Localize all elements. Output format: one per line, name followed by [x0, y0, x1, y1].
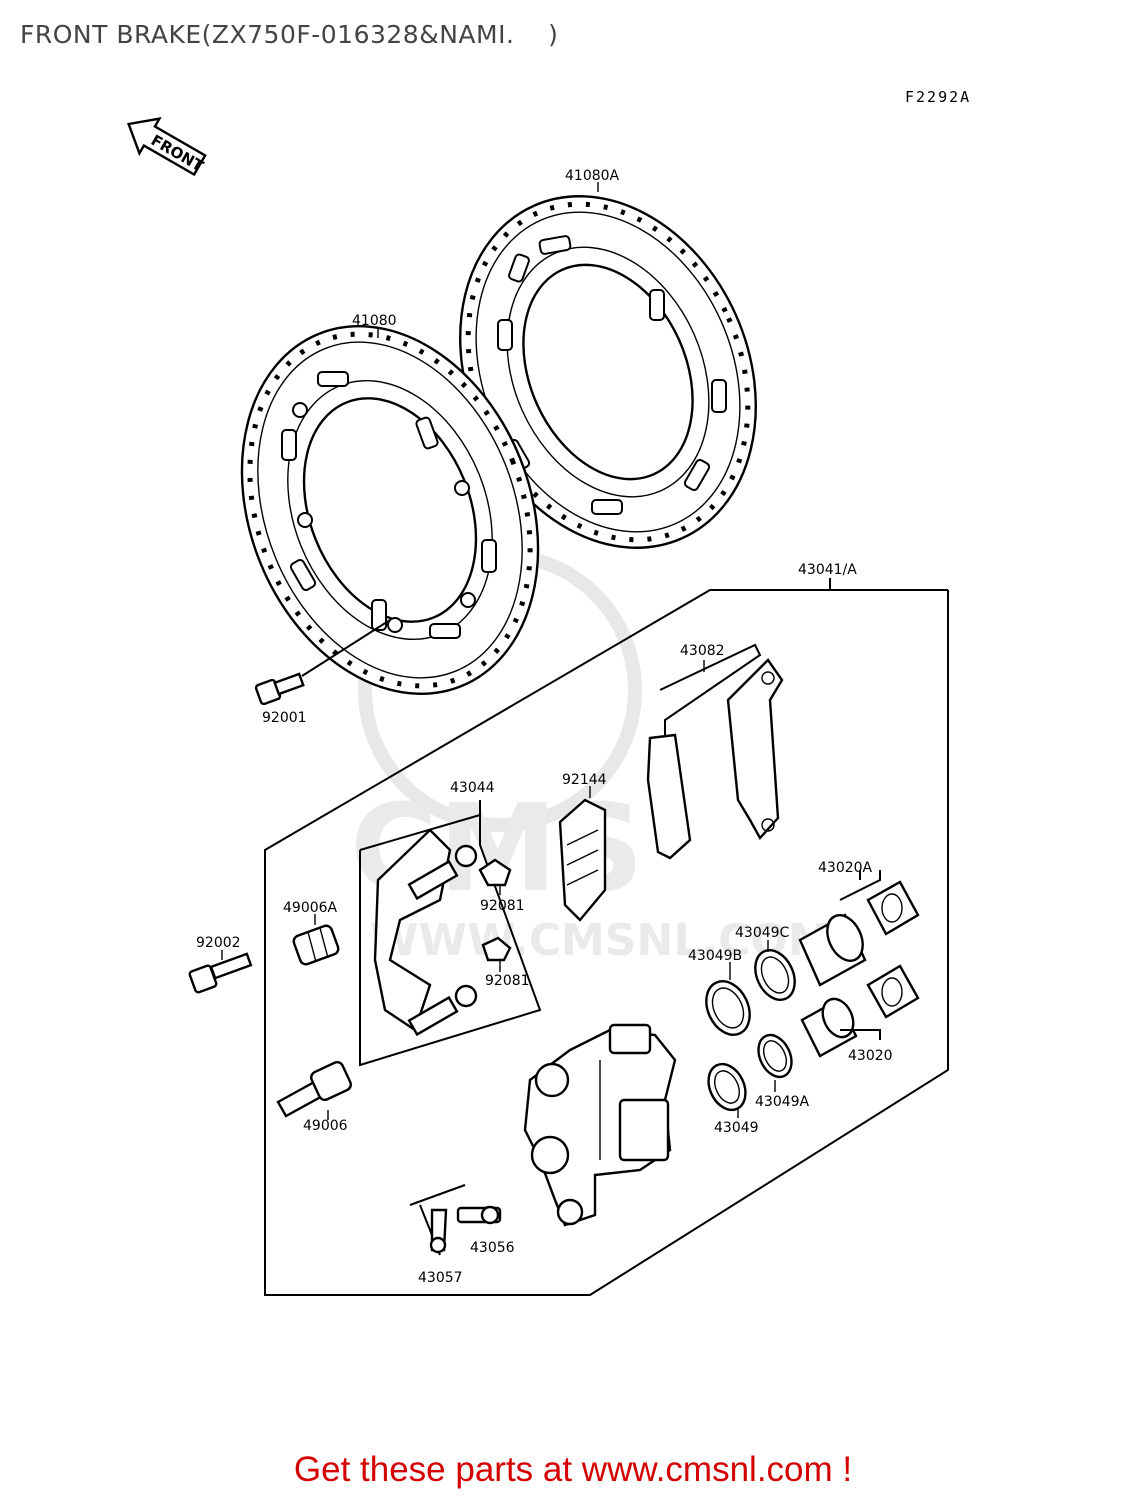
label-43049: 43049 — [714, 1120, 759, 1136]
clip-92081-lower — [481, 936, 512, 962]
label-43057: 43057 — [418, 1270, 463, 1286]
page-title: FRONT BRAKE(ZX750F-016328&NAMI. ) — [20, 20, 559, 49]
caliper-body — [523, 1023, 677, 1227]
seal-43049b — [705, 980, 751, 1036]
label-92081-upper: 92081 — [480, 898, 525, 914]
label-92002: 92002 — [196, 935, 241, 951]
clip-92081-upper — [478, 858, 512, 887]
brake-disc-41080a — [459, 195, 757, 549]
label-43049a: 43049A — [755, 1094, 810, 1110]
cap-43057 — [429, 1208, 448, 1254]
spring-92144 — [558, 798, 607, 922]
footer-promo-link[interactable]: Get these parts at www.cmsnl.com ! — [293, 1450, 853, 1489]
seal-43049a — [757, 1033, 793, 1079]
label-41080: 41080 — [352, 313, 397, 329]
brake-pad-43082 — [646, 658, 784, 860]
boot-49006a — [292, 924, 340, 966]
label-41080a: 41080A — [565, 168, 620, 184]
seal-43049 — [707, 1062, 747, 1112]
dust-seal-43020 — [866, 964, 920, 1019]
bracket-outline — [359, 813, 542, 1067]
label-49006: 49006 — [303, 1118, 348, 1134]
piston-43020 — [800, 997, 858, 1058]
caliper-assembly-outline — [264, 589, 949, 1296]
bleeder-leader — [409, 1184, 466, 1206]
label-43041a: 43041/A — [798, 562, 857, 578]
bleeder-43056 — [456, 1205, 502, 1225]
figure-code: F2292A — [905, 88, 972, 106]
label-43020: 43020 — [848, 1048, 893, 1064]
piston-43020a — [798, 913, 867, 987]
brake-disc-41080 — [240, 324, 540, 696]
bolt-92002 — [188, 952, 253, 994]
boot-49006 — [276, 1060, 352, 1118]
label-92144: 92144 — [562, 772, 607, 788]
label-43056: 43056 — [470, 1240, 515, 1256]
seal-43049c — [754, 949, 796, 1001]
label-49006a: 49006A — [283, 900, 338, 916]
watermark-url: WWW.CMSNL.COM — [370, 915, 832, 966]
label-43044: 43044 — [450, 780, 495, 796]
bolt-92001 — [254, 619, 391, 706]
label-43049b: 43049B — [688, 948, 742, 964]
bracket-43044 — [373, 828, 478, 1037]
label-92081-lower: 92081 — [485, 973, 530, 989]
label-43020a: 43020A — [818, 860, 873, 876]
label-43082: 43082 — [680, 643, 725, 659]
label-43049c: 43049C — [735, 925, 790, 941]
dust-seal-43020a — [866, 880, 920, 936]
label-leaders — [221, 182, 776, 1120]
front-arrow-icon: FRONT — [127, 117, 207, 177]
label-92001: 92001 — [262, 710, 307, 726]
